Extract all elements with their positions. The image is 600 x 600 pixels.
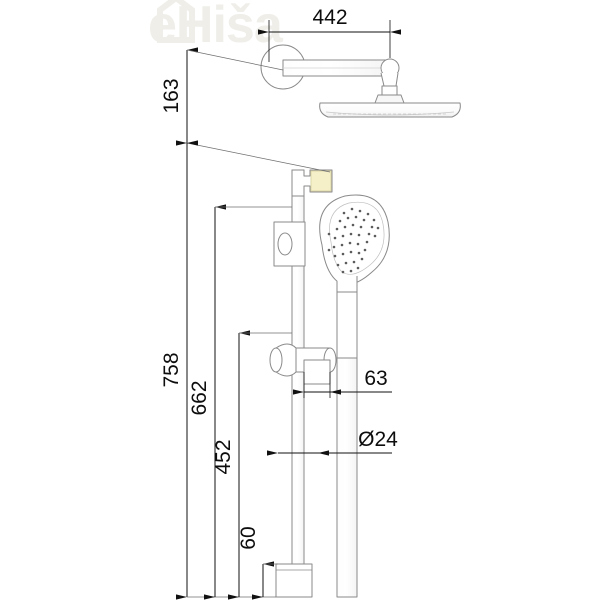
joint-collar xyxy=(380,72,399,87)
rain-shower-head xyxy=(319,102,461,118)
dim-label-442: 442 xyxy=(312,6,347,29)
dimension-labels: 442 163 758 662 452 60 63 Ø24 xyxy=(160,6,398,550)
dim-label-d24: Ø24 xyxy=(358,428,398,451)
hand-shower-head xyxy=(319,194,390,285)
rain-head-rim-line xyxy=(325,111,455,116)
leader-163-top xyxy=(186,49,284,71)
dim-label-662: 662 xyxy=(188,380,211,415)
lower-wall-bracket xyxy=(275,563,313,598)
head-stem-base xyxy=(374,94,405,104)
hand-shower-face-ring xyxy=(329,201,385,275)
watermark-label: eHiša xyxy=(148,0,284,54)
upper-holder-socket xyxy=(277,232,293,256)
lower-holder-end-cap xyxy=(269,347,283,373)
dim-label-60: 60 xyxy=(237,526,260,549)
joint-nut xyxy=(381,85,398,96)
dim-label-452: 452 xyxy=(212,439,235,474)
product-outline xyxy=(260,44,461,598)
watermark: eHiša xyxy=(148,0,285,54)
lower-holder-bracket xyxy=(303,359,331,385)
dim-label-163: 163 xyxy=(160,78,183,113)
watermark-house-icon xyxy=(157,0,195,43)
dimension-layer xyxy=(176,20,401,600)
dim-label-63: 63 xyxy=(364,367,387,390)
riser-hose-tube xyxy=(336,357,358,598)
dim-label-758: 758 xyxy=(160,352,183,387)
hand-shower-nozzles xyxy=(327,207,380,274)
hand-shower-handle xyxy=(336,276,358,359)
top-bracket-accent-block xyxy=(310,170,332,192)
leader-163-bottom xyxy=(186,142,331,173)
